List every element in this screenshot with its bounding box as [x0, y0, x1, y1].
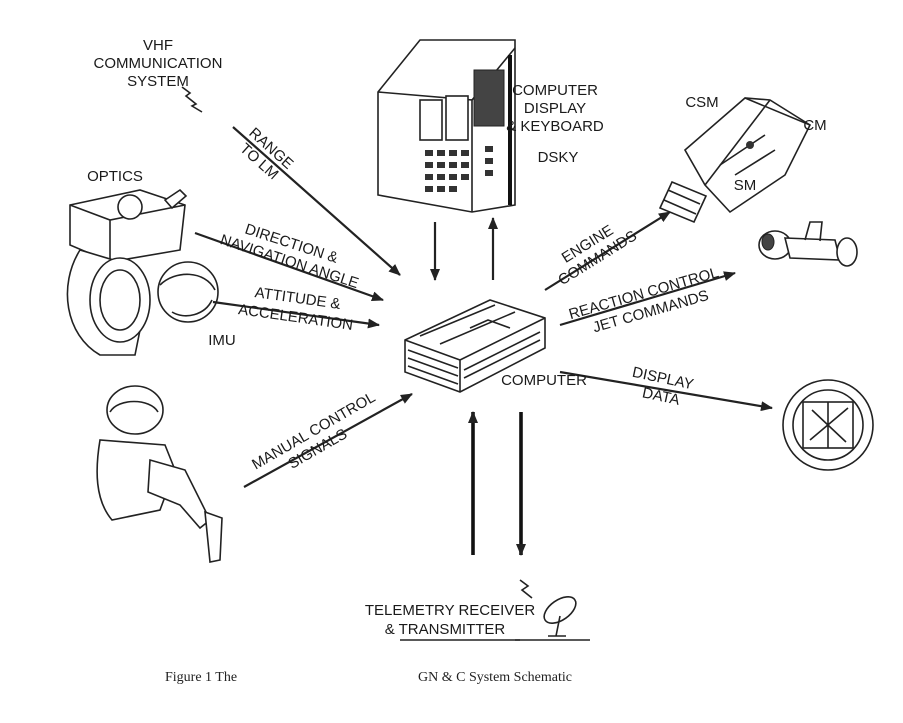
range-arrow	[232, 126, 401, 276]
cm-label: CM	[803, 117, 826, 134]
computer-display-label-line3: & KEYBOARD	[506, 118, 604, 135]
display-data-arrow	[559, 370, 773, 412]
direction-arrow	[194, 231, 384, 302]
vhf-lightning-icon	[181, 86, 203, 113]
optics-label: OPTICS	[87, 168, 143, 185]
telemetry-label-line1: TELEMETRY RECEIVER	[365, 602, 535, 619]
vhf-label-line1: VHF	[143, 37, 173, 54]
computer-label: COMPUTER	[501, 372, 587, 389]
dsky-illustration	[377, 39, 516, 213]
sm-label: SM	[734, 177, 757, 194]
astronaut-illustration	[96, 385, 223, 563]
computer-illustration	[404, 299, 546, 393]
csm-label: CSM	[685, 94, 718, 111]
reaction-control-arrow	[559, 271, 736, 327]
manual-control-arrow	[243, 393, 413, 488]
display-gauge-illustration	[782, 379, 874, 471]
computer-display-label-line2: DISPLAY	[524, 100, 586, 117]
imu-label: IMU	[208, 332, 236, 349]
vhf-label-line2: COMMUNICATION	[94, 55, 223, 72]
telemetry-antenna-illustration	[515, 579, 590, 641]
figure-caption: Figure 1 The GN & C System Schematic	[165, 670, 572, 685]
imu-illustration	[89, 257, 219, 343]
csm-spacecraft-illustration	[658, 97, 812, 224]
engine-commands-arrow	[544, 211, 671, 291]
caption-part2: GN & C System Schematic	[418, 670, 572, 685]
arrows	[181, 86, 773, 556]
telemetry-label-line2: & TRANSMITTER	[385, 621, 506, 638]
caption-part1: Figure 1 The	[165, 670, 237, 685]
computer-display-label-line1: COMPUTER	[512, 82, 598, 99]
attitude-arrow	[212, 300, 380, 329]
reaction-jets-illustration	[758, 221, 858, 267]
signal-lightning-icon	[519, 579, 533, 599]
vhf-label-line3: SYSTEM	[127, 73, 189, 90]
dsky-label: DSKY	[538, 149, 579, 166]
